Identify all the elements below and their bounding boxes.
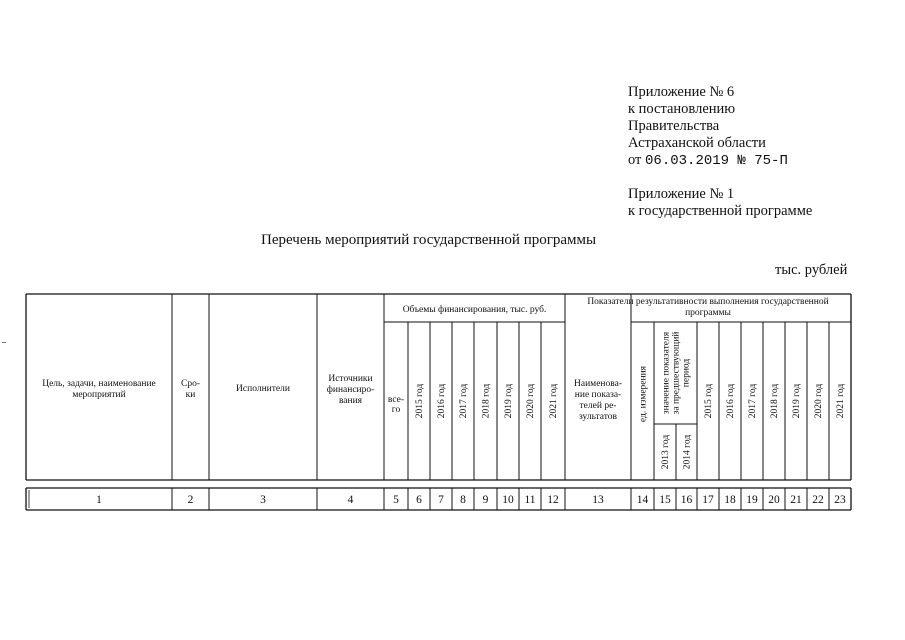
header-funding-year-3: 2018 год	[482, 384, 492, 419]
appendix-6-line-government: Правительства	[628, 118, 720, 134]
header-prev-period-line-0: значение показателя	[662, 331, 672, 414]
header-prev-year-0: 2013 год	[661, 435, 671, 470]
appendix-6-line-region: Астраханской области	[628, 135, 766, 151]
column-number-19: 19	[746, 494, 758, 506]
header-indicators-group-line-1: программы	[685, 308, 731, 318]
header-funding-year-1: 2016 год	[437, 384, 447, 419]
column-number-13: 13	[592, 494, 604, 506]
header-terms-line-0: Сро-	[181, 379, 200, 389]
column-number-17: 17	[702, 494, 714, 506]
header-indicators-group-line-0: Показатели результативности выполнения г…	[587, 296, 828, 307]
appendix-1-block: Приложение № 1 к государственной програм…	[628, 186, 812, 220]
header-goal-line-0: Цель, задачи, наименование	[42, 379, 156, 389]
column-number-14: 14	[637, 494, 649, 506]
header-indicator-name-line-0: Наименова-	[574, 379, 622, 389]
column-number-23: 23	[834, 494, 846, 506]
column-number-18: 18	[724, 494, 736, 506]
column-number-3: 3	[260, 494, 266, 506]
column-number-21: 21	[790, 494, 802, 506]
date-prefix: от	[628, 152, 646, 168]
column-number-4: 4	[348, 494, 354, 506]
header-prev-year-1: 2014 год	[683, 435, 693, 470]
header-prev-period-line-2: период	[682, 359, 692, 388]
appendix-6-date-line: от 06.03.2019 № 75-П	[628, 152, 788, 170]
appendix-1-heading: Приложение № 1	[628, 186, 735, 202]
appendix-6-block: Приложение № 6 к постановлению Правитель…	[628, 84, 788, 170]
column-number-2: 2	[188, 494, 194, 506]
header-funding-year-4: 2019 год	[504, 384, 514, 419]
column-number-11: 11	[524, 494, 535, 506]
header-indicator-year-1: 2016 год	[726, 384, 736, 419]
column-number-9: 9	[483, 494, 489, 506]
column-number-1: 1	[96, 494, 102, 506]
header-indicator-year-6: 2021 год	[836, 384, 846, 419]
appendix-1-line-program: к государственной программе	[628, 203, 813, 219]
header-indicator-year-3: 2018 год	[770, 384, 780, 419]
header-unit: ед. измерения	[639, 365, 649, 422]
header-funding-year-6: 2021 год	[549, 384, 559, 419]
header-prev-period-line-1: за предшествующий	[671, 332, 682, 415]
header-goal-line-1: мероприятий	[72, 389, 125, 400]
header-indicator-year-4: 2019 год	[792, 384, 802, 419]
column-number-16: 16	[681, 494, 693, 506]
units-label: тыс. рублей	[775, 262, 848, 278]
header-funding-year-2: 2017 год	[459, 384, 469, 419]
date-stamp: 06.03.2019 № 75-П	[645, 153, 788, 169]
column-number-15: 15	[659, 494, 671, 506]
document-title: Перечень мероприятий государственной про…	[261, 232, 597, 248]
header-indicator-name-line-2: телей ре-	[580, 400, 617, 411]
header-funding-group: Объемы финансирования, тыс. руб.	[403, 304, 547, 315]
header-executors: Исполнители	[236, 384, 290, 394]
header-sources-line-2: вания	[339, 396, 363, 406]
header-funding-year-0: 2015 год	[415, 384, 425, 419]
column-number-6: 6	[416, 494, 422, 506]
header-indicator-year-5: 2020 год	[814, 384, 824, 419]
header-sources-line-1: финансиро-	[327, 384, 375, 395]
header-sources-line-0: Источники	[328, 374, 372, 384]
header-indicator-year-2: 2017 год	[748, 384, 758, 419]
column-number-5: 5	[393, 494, 399, 506]
header-total-line-0: все-	[388, 395, 404, 405]
appendix-6-heading: Приложение № 6	[628, 84, 735, 100]
column-number-7: 7	[438, 494, 444, 506]
column-number-8: 8	[460, 494, 466, 506]
column-number-10: 10	[502, 494, 514, 506]
margin-mark	[2, 342, 6, 343]
column-number-20: 20	[768, 494, 780, 506]
header-total-line-1: го	[392, 405, 401, 415]
header-indicator-name-line-3: зультатов	[579, 412, 618, 422]
header-indicator-name-line-1: ние показа-	[575, 390, 621, 400]
column-number-12: 12	[547, 494, 559, 506]
header-terms-line-1: ки	[186, 390, 196, 400]
appendix-6-line-resolution: к постановлению	[628, 101, 736, 117]
column-number-22: 22	[812, 494, 824, 506]
header-funding-year-5: 2020 год	[526, 384, 536, 419]
header-indicator-year-0: 2015 год	[704, 384, 714, 419]
